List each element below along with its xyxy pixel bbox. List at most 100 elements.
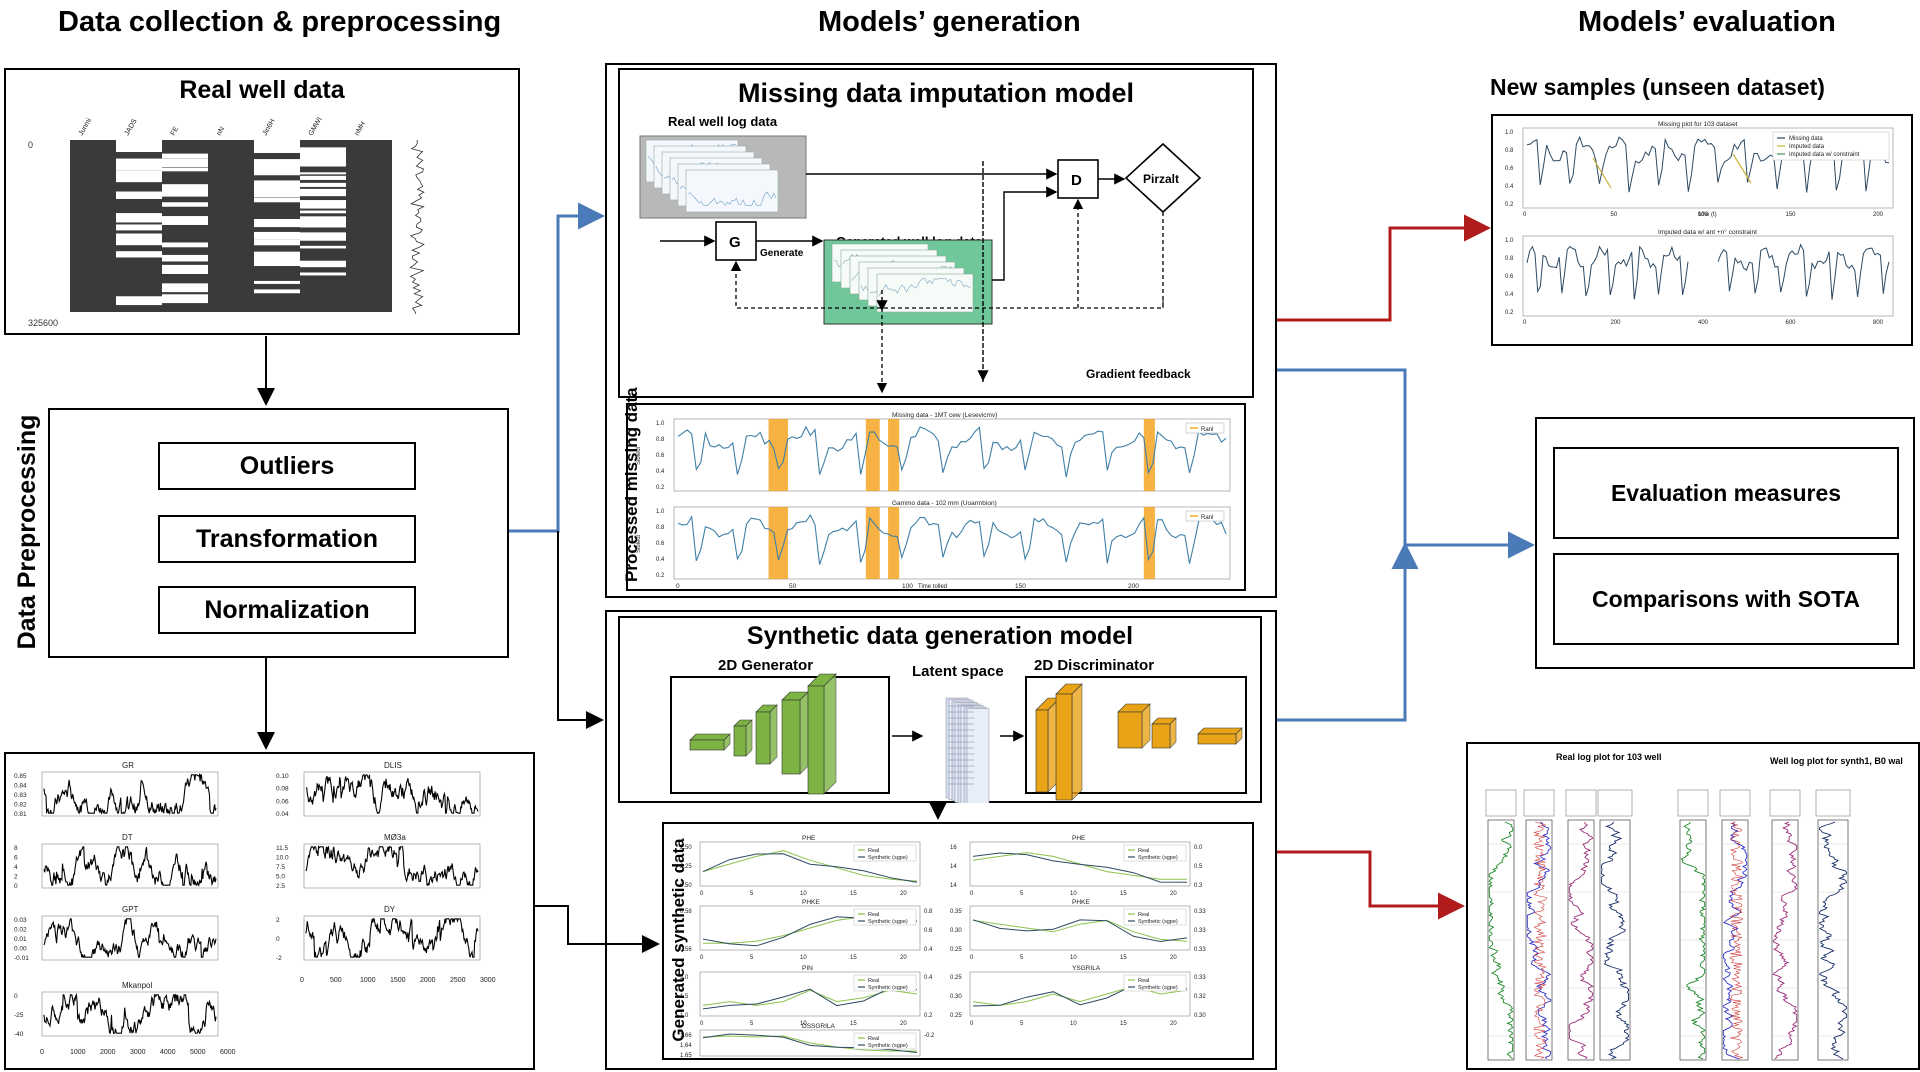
disc-block-2-side	[1071, 683, 1083, 801]
synth-legend-box	[1123, 908, 1187, 926]
synth-xtick: 0	[700, 891, 704, 897]
synth-ytick-right: 0.6	[924, 928, 933, 934]
gen-block-1-front	[689, 739, 725, 751]
log-panel-ytick: 5.0	[276, 874, 285, 881]
synth-ytick-right: 0.30	[1194, 1013, 1206, 1019]
log-track-curve	[1818, 821, 1848, 1060]
synth-panel-title: PHKE	[1072, 899, 1090, 906]
generator-label: 2D Generator	[718, 657, 814, 674]
matrix-gap	[300, 200, 346, 209]
new-samples-ytick: 0.8	[1505, 148, 1514, 154]
synth-legend-synth: Synthetic (sgpe)	[1138, 855, 1178, 861]
log-xtick-long: 1000	[70, 1049, 86, 1056]
new-samples-legend-text: Imputed data	[1789, 144, 1825, 150]
matrix-gap	[254, 140, 300, 152]
processed-legend-text: Ranl	[1201, 515, 1213, 521]
latent-slice	[966, 708, 990, 803]
log-xtick-short: 1000	[360, 977, 376, 984]
gen-block-3-side	[769, 704, 778, 765]
log-panel-ytick: 0.02	[14, 927, 27, 934]
log-xtick-long: 5000	[190, 1049, 206, 1056]
synth-ytick-right: 0.4	[924, 947, 933, 953]
synth-ytick-left: 14	[950, 864, 957, 870]
matrix-column-label: FE	[170, 125, 181, 137]
log-track-header	[1597, 789, 1633, 817]
synth-legend-synth: Synthetic (sgpe)	[868, 1043, 908, 1049]
log-panel-series	[43, 772, 217, 816]
synth-generated-series	[702, 987, 918, 1010]
matrix-gap	[116, 191, 162, 199]
new-samples-x1tick: 200	[1873, 212, 1884, 218]
processed-ylabel: Sibledi	[636, 535, 642, 553]
missing-highlight	[888, 419, 900, 491]
synth-legend-synth: Synthetic (sgpe)	[1138, 985, 1178, 991]
matrix-gap	[116, 298, 162, 303]
synth-xtick: 20	[900, 955, 907, 961]
synth-xtick: 10	[1070, 891, 1077, 897]
matrix-gap	[116, 140, 162, 152]
matrix-gap	[162, 202, 208, 207]
synth-ytick-left: 16	[950, 845, 957, 851]
latent-space-label: Latent space	[912, 663, 1004, 680]
log-panel-ytick: 10.0	[276, 855, 289, 862]
new-samples-ytick: 1.0	[1505, 238, 1514, 244]
synth-legend-synth: Synthetic (sgpe)	[868, 985, 908, 991]
synth-ytick-left: 14	[950, 883, 957, 889]
matrix-gap	[254, 280, 300, 284]
synth-generated-series	[972, 919, 1188, 943]
synth-panel-title: PHE	[1072, 835, 1086, 842]
new-samples-series-b2	[1717, 243, 1890, 300]
preprocessing-box: Outliers Transformation Normalization	[48, 408, 509, 658]
synth-legend-real: Real	[868, 978, 879, 984]
matrix-gap	[254, 172, 300, 176]
log-track-curve	[1722, 821, 1748, 1060]
log-xtick-short: 1500	[390, 977, 406, 984]
matrix-column	[70, 140, 116, 312]
synth-ytick-right: 0.4	[924, 975, 933, 981]
new-samples-imputed	[1592, 153, 1752, 189]
synth-legend-real: Real	[1138, 912, 1149, 918]
missing-highlight	[1143, 507, 1155, 579]
header-models-generation: Models’ generation	[818, 6, 1081, 38]
synth-ytick-right: 0.33	[1194, 909, 1206, 915]
synth-ytick-left: 2.0	[680, 975, 689, 981]
log-panel-frame	[41, 991, 219, 1037]
processed-frame	[673, 506, 1231, 580]
processed-ytick: 1.0	[656, 421, 665, 427]
log-panel-title: MØ3a	[384, 833, 406, 842]
matrix-gap	[254, 251, 300, 260]
synth-ytick-right: 0.32	[1194, 994, 1206, 1000]
synth-legend-synth: Synthetic (sgpe)	[868, 919, 908, 925]
synth-generated-series	[702, 853, 918, 883]
log-panel-frame	[303, 915, 481, 961]
gen-block-5-front	[807, 685, 825, 795]
log-panel-series	[43, 992, 217, 1035]
arrow-preprocessing-to-imputation	[509, 202, 605, 533]
missing-highlight	[865, 419, 880, 491]
processed-ytick: 0.4	[656, 469, 665, 475]
matrix-gap	[116, 170, 162, 178]
synth-ytick-left: 0.30	[950, 928, 962, 934]
synth-xtick: 5	[750, 1021, 754, 1027]
synth-legend-box	[853, 974, 917, 992]
synthetic-architecture-diagram	[689, 673, 1243, 803]
arrow-generated-to-d	[992, 186, 1058, 281]
synth-legend-box	[853, 1032, 917, 1050]
feedback-to-g	[730, 212, 1164, 309]
missing-highlight	[888, 507, 900, 579]
arrow-synthetic-to-log-plot	[1277, 850, 1465, 920]
new-samples-x2tick: 600	[1786, 320, 1797, 326]
matrix-gap	[116, 158, 162, 167]
processed-ytick: 0.2	[656, 485, 665, 491]
log-panel-title: DT	[122, 833, 133, 842]
matrix-gap	[300, 172, 346, 175]
matrix-gap	[116, 213, 162, 219]
generator-node	[715, 221, 757, 261]
synth-xtick: 0	[970, 1021, 974, 1027]
matrix-gap	[116, 233, 162, 238]
new-samples-ytick: 0.4	[1505, 292, 1514, 298]
new-samples-frame	[1522, 235, 1894, 317]
synth-ytick-left: 0.25	[950, 1013, 962, 1019]
